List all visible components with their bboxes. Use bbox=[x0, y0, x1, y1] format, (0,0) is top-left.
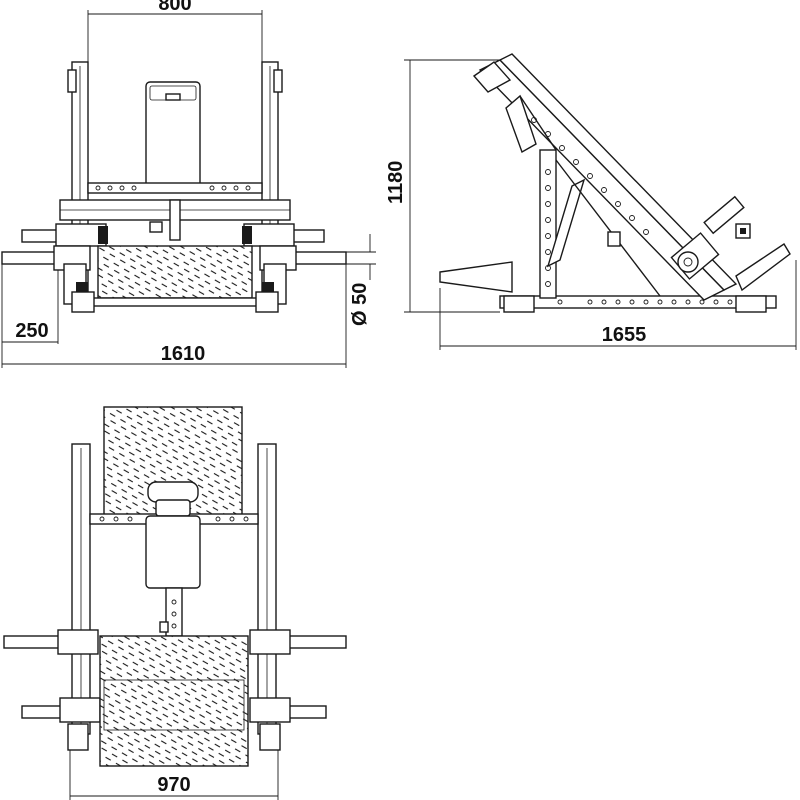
dim-label-970: 970 bbox=[157, 774, 190, 796]
side-view: 1180 bbox=[385, 53, 797, 350]
side-back-pad bbox=[505, 94, 537, 154]
front-beam-holes bbox=[95, 185, 251, 191]
side-base-holes bbox=[557, 299, 733, 305]
top-view: 970 bbox=[3, 406, 347, 800]
top-lower-plate bbox=[99, 635, 249, 767]
dim-front-width: 800 bbox=[87, 0, 263, 70]
dim-label-250: 250 bbox=[15, 320, 48, 342]
dim-label-800: 800 bbox=[158, 0, 191, 15]
side-rear-plate bbox=[439, 261, 513, 293]
side-front-plate bbox=[735, 243, 791, 292]
dim-bar-diameter: Ø 50 bbox=[346, 234, 376, 326]
dim-top-width: 970 bbox=[69, 750, 279, 800]
front-view: 800 bbox=[1, 0, 376, 368]
dim-label-diameter: Ø 50 bbox=[349, 283, 371, 326]
dim-front-total: 1610 bbox=[2, 264, 347, 368]
upper-weight-horns bbox=[21, 223, 325, 247]
front-base bbox=[91, 297, 259, 307]
side-footplate bbox=[472, 61, 512, 93]
front-cross-beam bbox=[87, 182, 263, 194]
side-post-holes bbox=[545, 169, 551, 287]
side-sled bbox=[607, 195, 751, 280]
side-strut bbox=[546, 178, 586, 268]
top-beam-holes bbox=[99, 516, 249, 522]
dim-label-1655: 1655 bbox=[602, 324, 647, 346]
dim-label-1610: 1610 bbox=[161, 343, 206, 365]
dim-side-height: 1180 bbox=[385, 59, 500, 313]
front-footplate bbox=[97, 245, 253, 299]
dim-label-1180: 1180 bbox=[385, 161, 407, 204]
dim-side-length: 1655 bbox=[439, 260, 797, 350]
top-headrest bbox=[147, 481, 199, 503]
dim-front-offset: 250 bbox=[1, 264, 59, 368]
top-seat-pad bbox=[145, 515, 201, 589]
